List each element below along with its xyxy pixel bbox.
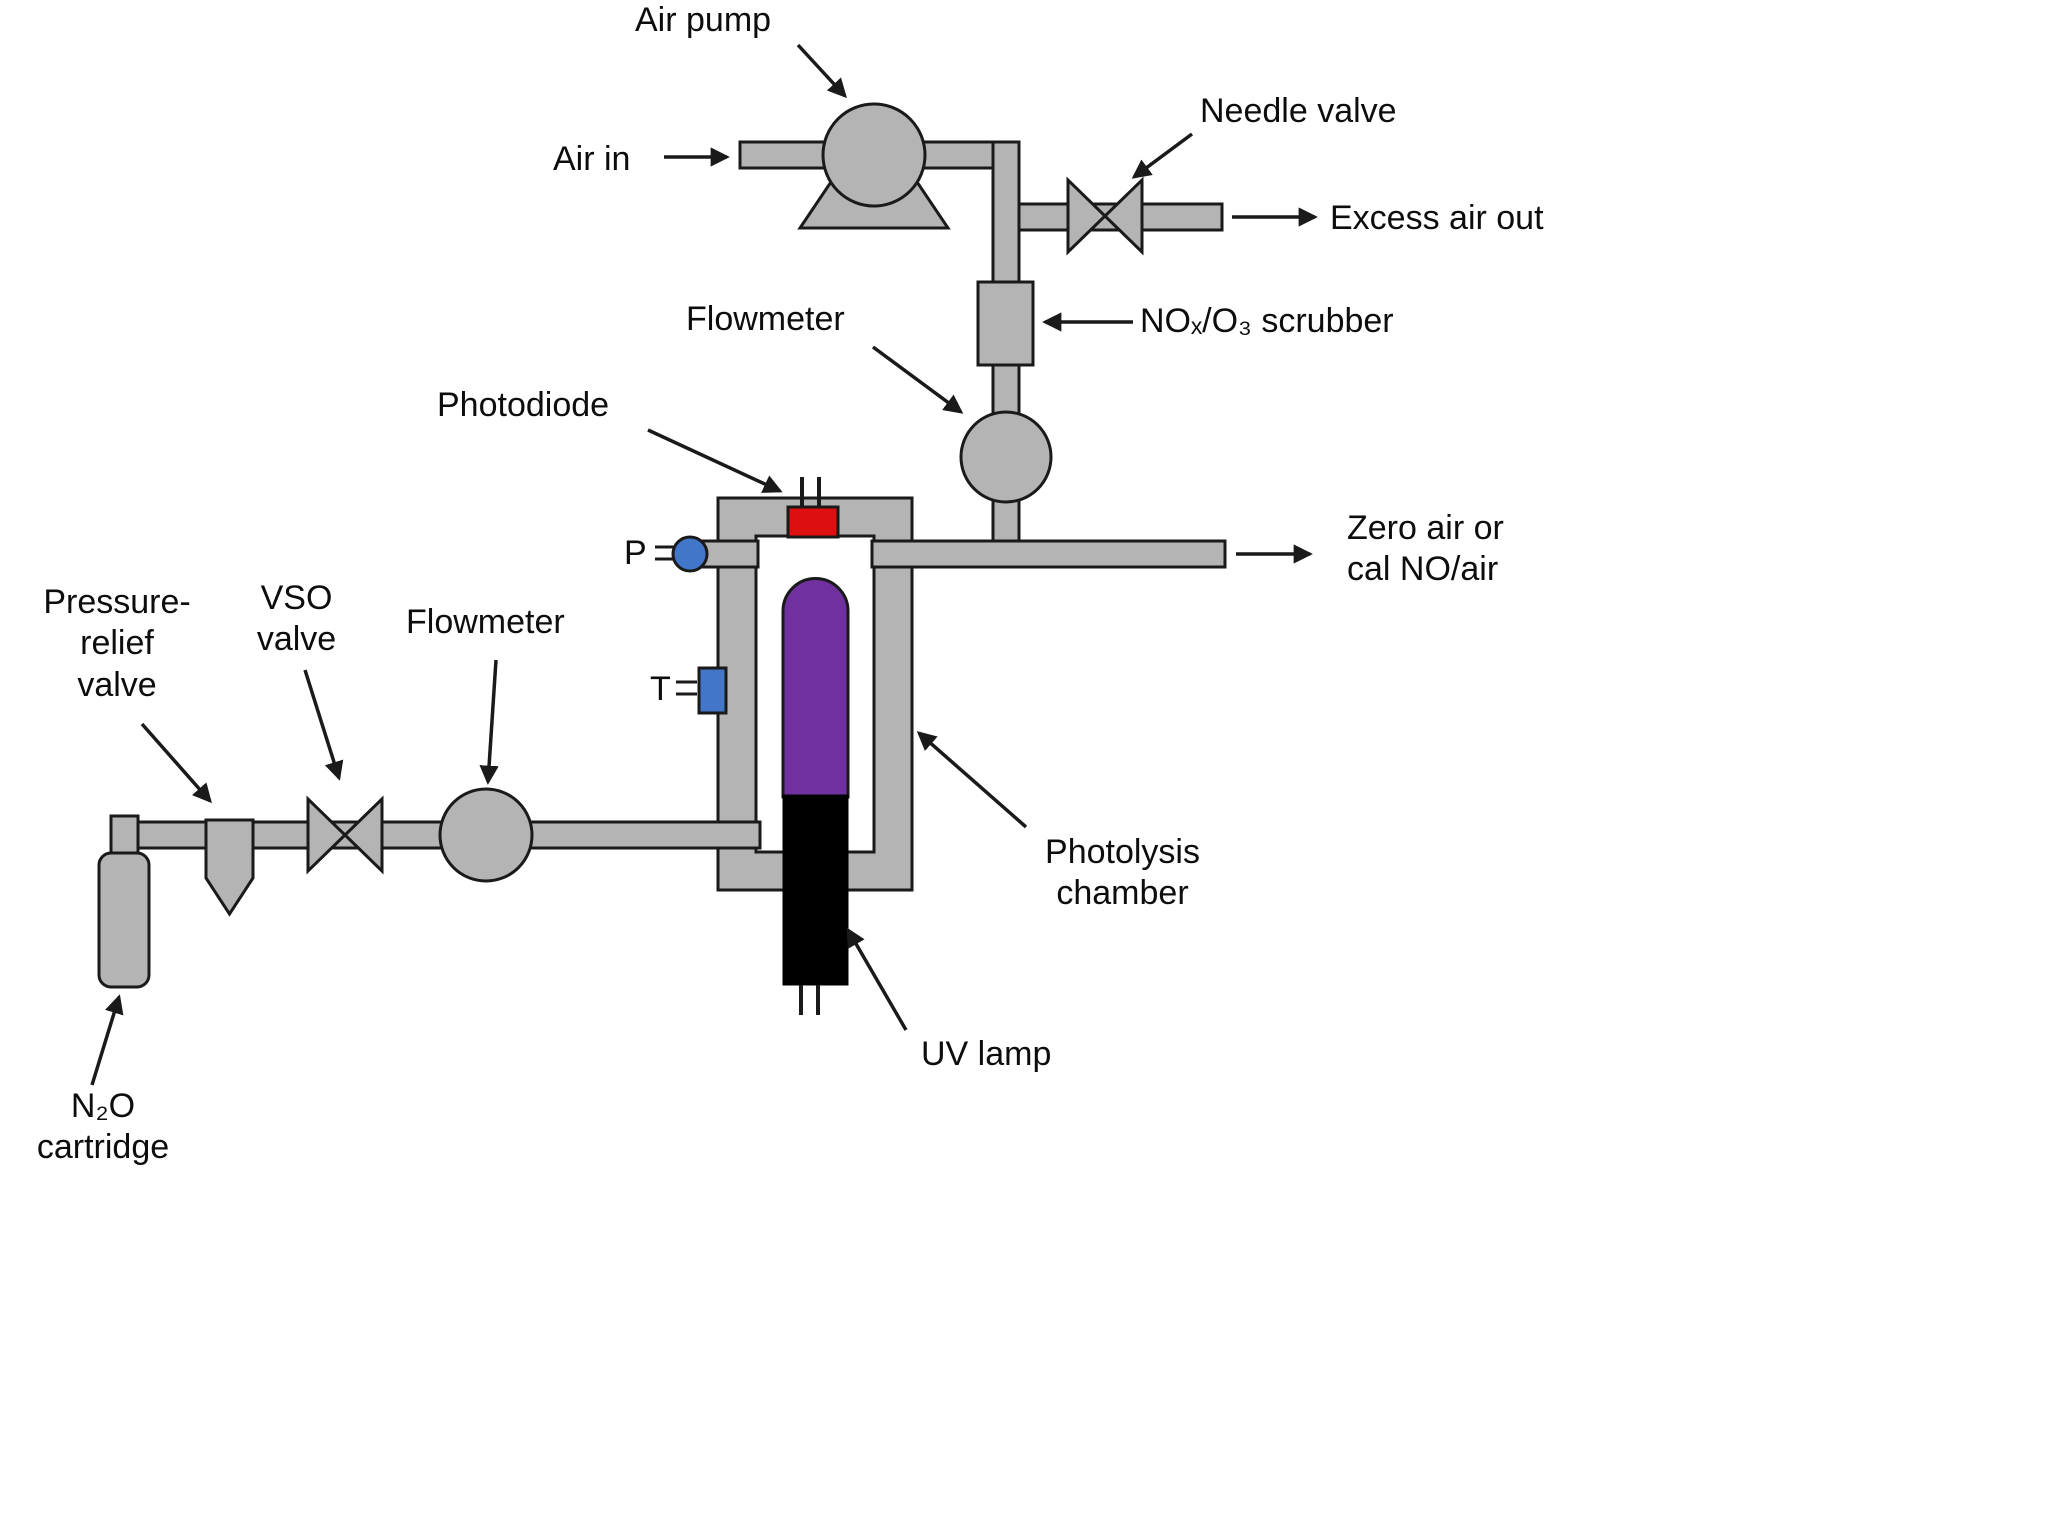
label-scrubber: NOₓ/O₃ scrubber (1140, 302, 1394, 340)
label-vso-valve: VSO valve (256, 579, 337, 659)
n2o-cartridge-shape (97, 814, 151, 989)
vso-valve-shape (306, 795, 384, 875)
label-air-pump: Air pump (635, 1, 772, 39)
label-needle-valve: Needle valve (1200, 92, 1397, 130)
air-pump-shape (797, 102, 951, 230)
label-temperature-sensor: T (650, 670, 671, 708)
photodiode-arrow (647, 428, 783, 493)
n2o-cartridge-arrow (90, 994, 124, 1086)
label-uv-lamp: UV lamp (921, 1035, 1052, 1073)
pressure-relief-valve-shape (204, 818, 255, 917)
label-photodiode: Photodiode (437, 386, 610, 424)
annotation-arrows (90, 43, 1318, 1086)
air-pump-arrow (796, 43, 847, 99)
pump-down-pipe (991, 140, 1021, 294)
uv-lamp-arrow (846, 927, 908, 1031)
label-photolysis-chamber: Photolysis chamber (1045, 833, 1200, 913)
output-pipe (870, 539, 1227, 569)
pipes (126, 140, 1227, 850)
needle-valve-arrow (1131, 132, 1194, 179)
label-pressure-sensor: P (624, 534, 647, 572)
label-flowmeter-top: Flowmeter (686, 300, 845, 338)
label-n2o-cartridge: N₂O cartridge (36, 1087, 170, 1167)
needle-valve-shape (1066, 176, 1144, 256)
flowmeter-top-arrow (871, 345, 964, 414)
uv-lamp-shape (781, 577, 850, 1015)
label-flowmeter-left: Flowmeter (406, 603, 565, 641)
flowmeter-left-arrow (479, 659, 499, 785)
pressure-sensor-shape (655, 535, 709, 573)
scrubber-shape (976, 280, 1035, 367)
pressure-port-pipe (698, 539, 760, 569)
photolysis-chamber-arrow (916, 731, 1028, 829)
label-air-in: Air in (553, 140, 631, 178)
photodiode-shape (786, 477, 840, 539)
label-excess-air-out: Excess air out (1330, 199, 1544, 237)
pressure-relief-valve-arrow (140, 722, 212, 804)
label-zero-air-out: Zero air or cal NO/air (1347, 509, 1504, 589)
vso-valve-arrow (303, 669, 344, 781)
flowmeter-top-shape (959, 410, 1053, 504)
temperature-sensor-shape (676, 666, 728, 715)
flowmeter-left-shape (438, 787, 534, 883)
label-pressure-relief-valve: Pressure- relief valve (43, 583, 191, 704)
